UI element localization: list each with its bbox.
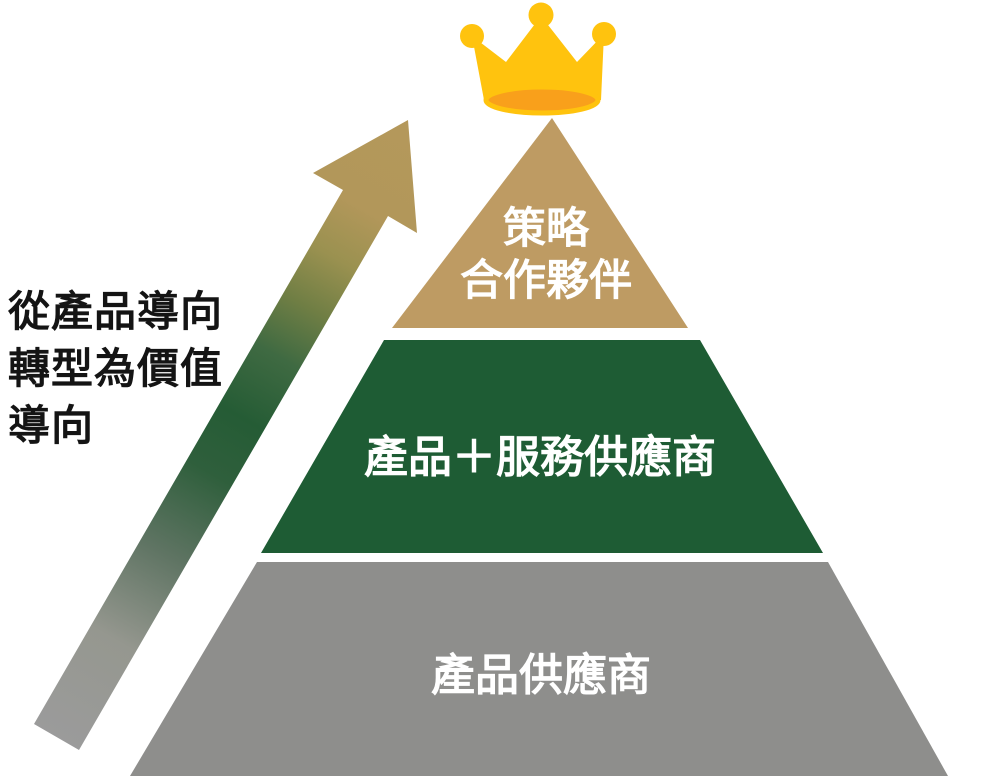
crown-ball-middle <box>528 2 554 28</box>
tier2-label: 產品＋服務供應商 <box>364 432 716 482</box>
tier-strategic-partner <box>392 118 688 328</box>
side-note: 從產品導向 轉型為價值 導向 <box>7 288 223 449</box>
tier1-label-line2: 合作夥伴 <box>460 257 632 305</box>
crown-body <box>472 16 604 100</box>
tier3-label: 產品供應商 <box>431 650 651 700</box>
crown-ball-left <box>460 24 484 48</box>
crown-icon <box>460 2 616 116</box>
tier1-label-line1: 策略 <box>503 205 590 253</box>
transformation-arrow-icon <box>34 120 417 750</box>
side-note-line1: 從產品導向 <box>7 288 223 335</box>
tier-product-supplier <box>130 562 948 776</box>
side-note-line3: 導向 <box>8 402 94 449</box>
tier-product-service-provider <box>261 340 823 553</box>
side-note-line2: 轉型為價值 <box>8 345 223 392</box>
crown-rim <box>483 84 601 116</box>
crown-ball-right <box>592 22 616 46</box>
